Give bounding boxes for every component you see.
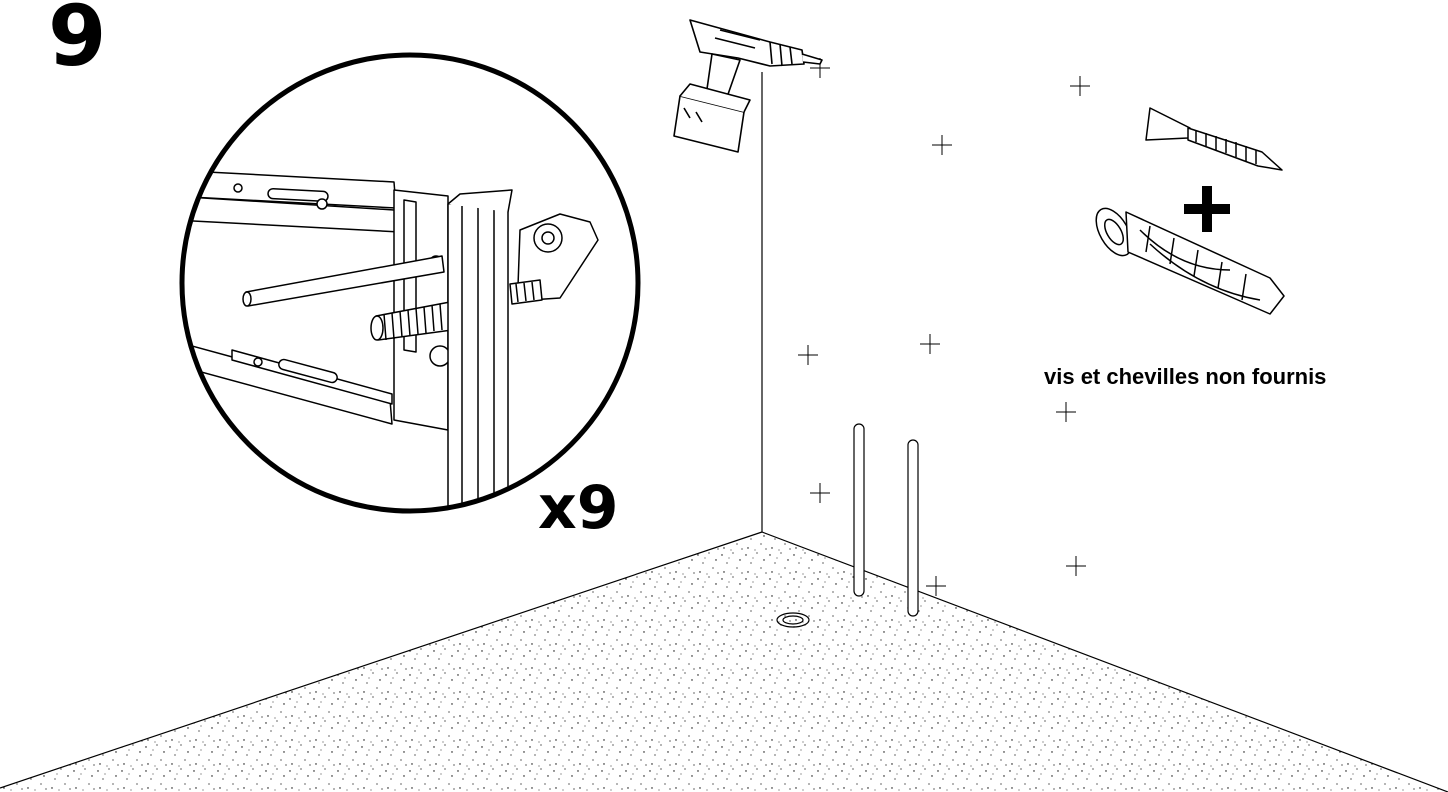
drill-icon	[673, 19, 823, 153]
quantity-label: x9	[538, 473, 619, 543]
wall-plug-icon	[1095, 207, 1285, 315]
step-number: 9	[48, 0, 107, 85]
detail-magnifier-circle	[179, 52, 641, 514]
floor	[0, 531, 1448, 792]
drill-marks	[798, 58, 1090, 596]
plus-icon	[1184, 186, 1230, 232]
fixings-not-supplied-note: vis et chevilles non fournis	[1044, 364, 1327, 389]
bracket-assembly	[182, 169, 599, 511]
vertical-posts	[853, 423, 919, 617]
floor-hole	[776, 612, 810, 628]
screw-icon	[1145, 107, 1283, 171]
